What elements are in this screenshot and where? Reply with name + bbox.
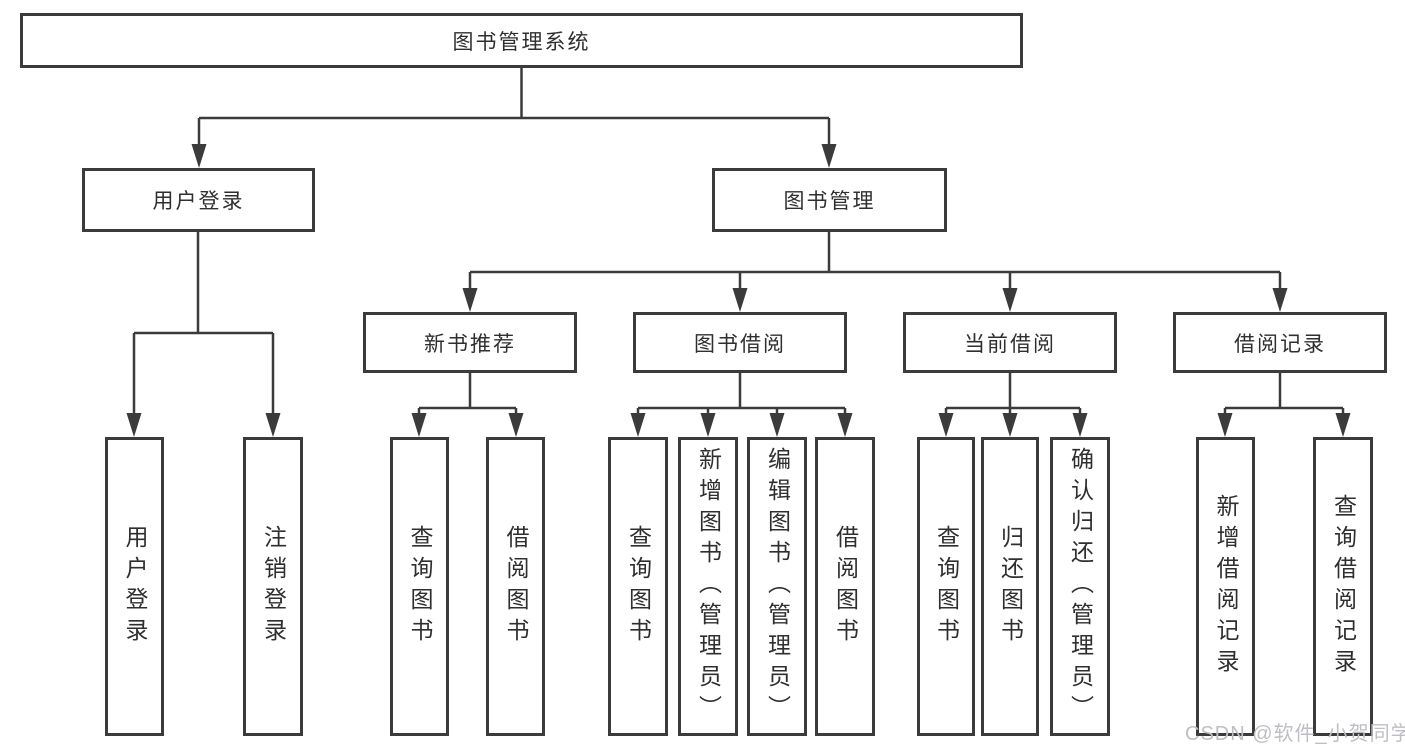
node-label: 注销登录 — [260, 524, 287, 649]
node-label: 新增图书（管理员） — [695, 447, 722, 726]
node-label: 查询图书 — [625, 524, 652, 649]
node-label: 查询图书 — [933, 524, 960, 649]
leaf-add-book-admin: 新增图书（管理员） — [678, 437, 738, 736]
node-book-borrow: 图书借阅 — [633, 312, 847, 373]
csdn-watermark: CSDN @软件_小贺同学 — [1185, 723, 1405, 745]
node-user-login: 用户登录 — [82, 168, 315, 232]
node-label: 查询图书 — [407, 524, 433, 649]
node-label: 新书推荐 — [424, 332, 516, 356]
node-label: 编辑图书（管理员） — [764, 447, 791, 726]
node-book-management: 图书管理 — [712, 168, 947, 232]
node-borrow-records: 借阅记录 — [1173, 312, 1387, 373]
leaf-logout: 注销登录 — [243, 437, 303, 736]
leaf-edit-book-admin: 编辑图书（管理员） — [747, 437, 807, 736]
node-label: 借阅图书 — [832, 524, 859, 649]
node-label: 图书管理 — [783, 190, 876, 213]
node-new-book-recommend: 新书推荐 — [363, 312, 577, 373]
leaf-return-book: 归还图书 — [981, 437, 1039, 736]
node-label: 用户登录 — [122, 524, 148, 649]
node-current-borrow: 当前借阅 — [903, 312, 1117, 373]
leaf-borrow-books: 借阅图书 — [815, 437, 875, 736]
node-label: 图书借阅 — [694, 332, 786, 356]
node-label: 确认归还（管理员） — [1067, 447, 1094, 726]
node-label: 借阅图书 — [503, 524, 529, 649]
node-label: 借阅记录 — [1234, 332, 1326, 356]
leaf-borrow-books-recommend: 借阅图书 — [486, 437, 545, 736]
node-library-management-system: 图书管理系统 — [20, 13, 1023, 68]
leaf-add-borrow-record: 新增借阅记录 — [1196, 437, 1255, 736]
node-label: 图书管理系统 — [452, 30, 591, 54]
leaf-query-books-borrow: 查询图书 — [608, 437, 668, 736]
node-label: 归还图书 — [997, 524, 1024, 649]
node-label: 用户登录 — [152, 190, 245, 213]
node-label: 新增借阅记录 — [1213, 493, 1239, 680]
leaf-user-login: 用户登录 — [105, 437, 164, 736]
leaf-confirm-return-admin: 确认归还（管理员） — [1050, 437, 1110, 736]
node-label: 当前借阅 — [964, 332, 1056, 356]
leaf-query-books-current: 查询图书 — [917, 437, 975, 736]
node-label: 查询借阅记录 — [1330, 493, 1357, 680]
leaf-query-books-recommend: 查询图书 — [390, 437, 449, 736]
leaf-query-borrow-record: 查询借阅记录 — [1313, 437, 1373, 736]
